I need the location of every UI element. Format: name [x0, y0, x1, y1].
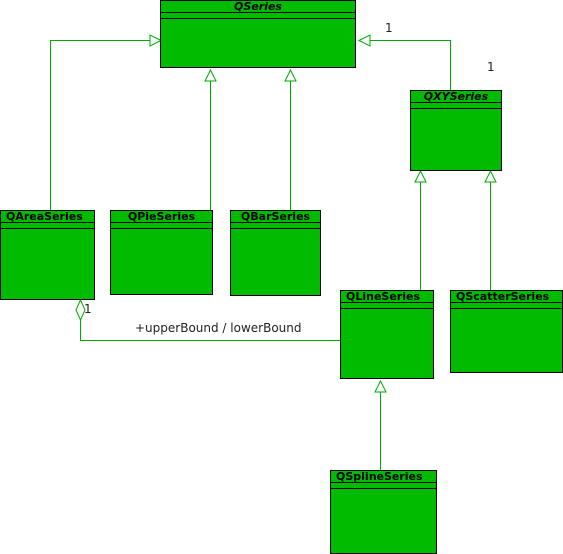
- aggregation-diamond: [75, 298, 86, 322]
- class-qlineseries[interactable]: QLineSeries: [340, 290, 434, 379]
- class-qseries[interactable]: QSeries: [160, 0, 356, 68]
- class-qareaseries[interactable]: QAreaSeries: [0, 210, 95, 300]
- inheritance-edge-qareaseries-qseries: [50, 40, 150, 210]
- class-name-qxyseries: QXYSeries: [411, 91, 501, 103]
- attribute-compartment: [161, 13, 355, 19]
- attribute-compartment: [231, 223, 320, 229]
- inheritance-arrowhead: [484, 169, 497, 183]
- multiplicity-label-qxy-qseries-b: 1: [487, 60, 495, 74]
- multiplicity-label-aggregation: 1: [84, 302, 92, 316]
- aggregation-edge-qareaseries-qlineseries: [80, 320, 341, 341]
- class-qsplineseries[interactable]: QSplineSeries: [330, 470, 437, 554]
- multiplicity-label-qxy-qseries-a: 1: [385, 21, 393, 35]
- class-qpieseries[interactable]: QPieSeries: [110, 210, 213, 295]
- class-qscatterseries[interactable]: QScatterSeries: [450, 290, 563, 373]
- inheritance-edge-qxyseries-qseries: [370, 40, 451, 90]
- inheritance-arrowhead: [357, 34, 371, 47]
- class-name-qscatterseries: QScatterSeries: [451, 291, 562, 303]
- class-name-qlineseries: QLineSeries: [341, 291, 433, 303]
- inheritance-arrowhead: [374, 379, 387, 393]
- class-qxyseries[interactable]: QXYSeries: [410, 90, 502, 171]
- role-label-aggregation: +upperBound / lowerBound: [135, 321, 302, 335]
- inheritance-arrowhead: [284, 68, 297, 82]
- attribute-compartment: [341, 303, 433, 309]
- class-name-qareaseries: QAreaSeries: [1, 211, 94, 223]
- inheritance-arrowhead: [414, 169, 427, 183]
- inheritance-arrowhead: [149, 34, 163, 47]
- attribute-compartment: [1, 223, 94, 229]
- attribute-compartment: [111, 223, 212, 229]
- class-name-qpieseries: QPieSeries: [111, 211, 212, 223]
- class-qbarseries[interactable]: QBarSeries: [230, 210, 321, 296]
- attribute-compartment: [331, 483, 436, 489]
- attribute-compartment: [451, 303, 562, 309]
- inheritance-arrowhead: [204, 68, 217, 82]
- class-name-qsplineseries: QSplineSeries: [331, 471, 436, 483]
- class-name-qseries: QSeries: [161, 1, 355, 13]
- class-name-qbarseries: QBarSeries: [231, 211, 320, 223]
- attribute-compartment: [411, 103, 501, 109]
